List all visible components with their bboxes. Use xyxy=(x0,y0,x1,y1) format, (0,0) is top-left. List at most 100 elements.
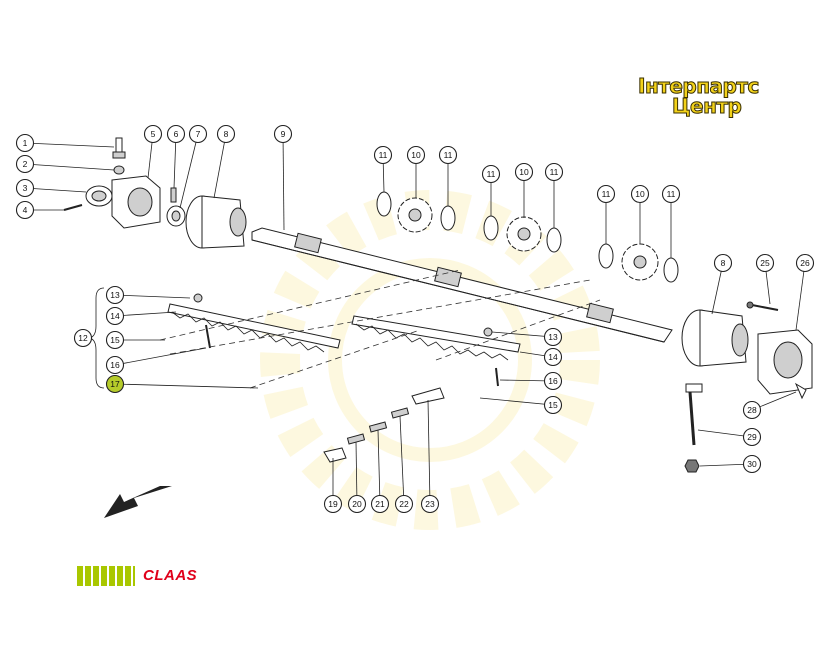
callout-c11b[interactable]: 11 xyxy=(438,145,458,165)
callout-number: 29 xyxy=(747,432,757,442)
callout-number: 11 xyxy=(667,189,676,199)
callout-number: 14 xyxy=(110,311,120,321)
callout-c17[interactable]: 17 xyxy=(105,374,125,394)
callout-c15b[interactable]: 15 xyxy=(543,395,563,415)
leader-line-c7 xyxy=(179,133,199,209)
callout-number: 7 xyxy=(196,129,201,139)
callout-c9[interactable]: 9 xyxy=(273,124,293,144)
callout-c11e[interactable]: 11 xyxy=(596,184,616,204)
callout-number: 15 xyxy=(548,400,558,410)
callout-c25[interactable]: 25 xyxy=(755,253,775,273)
callout-number: 8 xyxy=(224,129,229,139)
direction-arrow xyxy=(104,486,172,518)
callout-c1[interactable]: 1 xyxy=(15,133,35,153)
sprocket-3 xyxy=(598,243,679,283)
callout-c3[interactable]: 3 xyxy=(15,178,35,198)
callout-c12[interactable]: 12 xyxy=(73,328,93,348)
callout-c11a[interactable]: 11 xyxy=(373,145,393,165)
clip-21 xyxy=(368,421,388,433)
callout-c10a[interactable]: 10 xyxy=(406,145,426,165)
callout-c28[interactable]: 28 xyxy=(742,400,762,420)
callout-number: 6 xyxy=(174,129,179,139)
callout-c14a[interactable]: 14 xyxy=(105,306,125,326)
callout-c8b[interactable]: 8 xyxy=(713,253,733,273)
callout-number: 28 xyxy=(747,405,757,415)
leader-line-c3 xyxy=(24,187,87,193)
callout-c13b[interactable]: 13 xyxy=(543,327,563,347)
flange-left xyxy=(185,195,247,249)
callout-c10b[interactable]: 10 xyxy=(514,162,534,182)
leader-line-c13b xyxy=(491,331,554,338)
bearing-housing-right xyxy=(757,329,813,395)
callout-c5[interactable]: 5 xyxy=(143,124,163,144)
callout-number: 10 xyxy=(635,189,645,199)
clip-22 xyxy=(390,407,410,419)
group-bracket xyxy=(88,287,105,389)
callout-c10c[interactable]: 10 xyxy=(630,184,650,204)
callout-c11f[interactable]: 11 xyxy=(661,184,681,204)
sprocket-2 xyxy=(483,215,562,253)
callout-c30[interactable]: 30 xyxy=(742,454,762,474)
sprocket-1 xyxy=(376,191,456,233)
spring-pin xyxy=(170,187,177,203)
bolt-right xyxy=(746,301,779,311)
callout-c4[interactable]: 4 xyxy=(15,200,35,220)
callout-c20[interactable]: 20 xyxy=(347,494,367,514)
leader-line-c2 xyxy=(24,163,115,171)
callout-c23[interactable]: 23 xyxy=(420,494,440,514)
callout-c16a[interactable]: 16 xyxy=(105,355,125,375)
callout-c11c[interactable]: 11 xyxy=(481,164,501,184)
callout-number: 21 xyxy=(375,499,385,509)
clip-20 xyxy=(346,433,366,445)
callout-number: 23 xyxy=(425,499,435,509)
callout-number: 10 xyxy=(411,150,421,160)
callout-number: 16 xyxy=(110,360,120,370)
callout-c2[interactable]: 2 xyxy=(15,154,35,174)
callout-number: 5 xyxy=(151,129,156,139)
scraper-bar-right xyxy=(351,315,521,387)
callout-number: 25 xyxy=(760,258,770,268)
callout-c22[interactable]: 22 xyxy=(394,494,414,514)
leader-line-c26 xyxy=(795,262,806,331)
leader-line-c9 xyxy=(282,133,285,231)
dashed-assembly-lines xyxy=(159,269,601,389)
callout-number: 11 xyxy=(487,169,496,179)
callout-c26[interactable]: 26 xyxy=(795,253,815,273)
callout-number: 9 xyxy=(281,129,286,139)
leader-line-c21 xyxy=(377,429,381,505)
callout-c13a[interactable]: 13 xyxy=(105,285,125,305)
callout-number: 11 xyxy=(602,189,611,199)
logo-line-1: Інтерпартс xyxy=(638,74,760,99)
callout-c21[interactable]: 21 xyxy=(370,494,390,514)
leader-line-c23 xyxy=(427,399,431,505)
leader-line-c1 xyxy=(24,142,115,148)
pin-small xyxy=(63,204,83,211)
scraper-bar-left xyxy=(167,293,341,353)
clip-28 xyxy=(794,382,807,400)
callout-number: 22 xyxy=(399,499,409,509)
callout-c15a[interactable]: 15 xyxy=(105,330,125,350)
stud-bolt xyxy=(685,383,703,446)
logo-line-2: Центр xyxy=(671,94,742,119)
callout-c29[interactable]: 29 xyxy=(742,427,762,447)
leader-line-c16a xyxy=(114,347,207,366)
callout-number: 12 xyxy=(78,333,88,343)
leader-line-c22 xyxy=(399,415,405,505)
leader-line-c20 xyxy=(355,441,358,505)
callout-number: 1 xyxy=(23,138,28,148)
callout-c11d[interactable]: 11 xyxy=(544,162,564,182)
callout-number: 19 xyxy=(328,499,338,509)
callout-c6[interactable]: 6 xyxy=(166,124,186,144)
claas-logo-text: CLAAS xyxy=(143,567,198,584)
callout-c14b[interactable]: 14 xyxy=(543,347,563,367)
callout-c16b[interactable]: 16 xyxy=(543,371,563,391)
callout-number: 20 xyxy=(352,499,362,509)
callout-c8a[interactable]: 8 xyxy=(216,124,236,144)
callout-c19[interactable]: 19 xyxy=(323,494,343,514)
callout-number: 15 xyxy=(110,335,120,345)
callout-number: 8 xyxy=(721,258,726,268)
callout-number: 11 xyxy=(444,150,453,160)
callout-number: 17 xyxy=(110,379,120,389)
callout-c7[interactable]: 7 xyxy=(188,124,208,144)
